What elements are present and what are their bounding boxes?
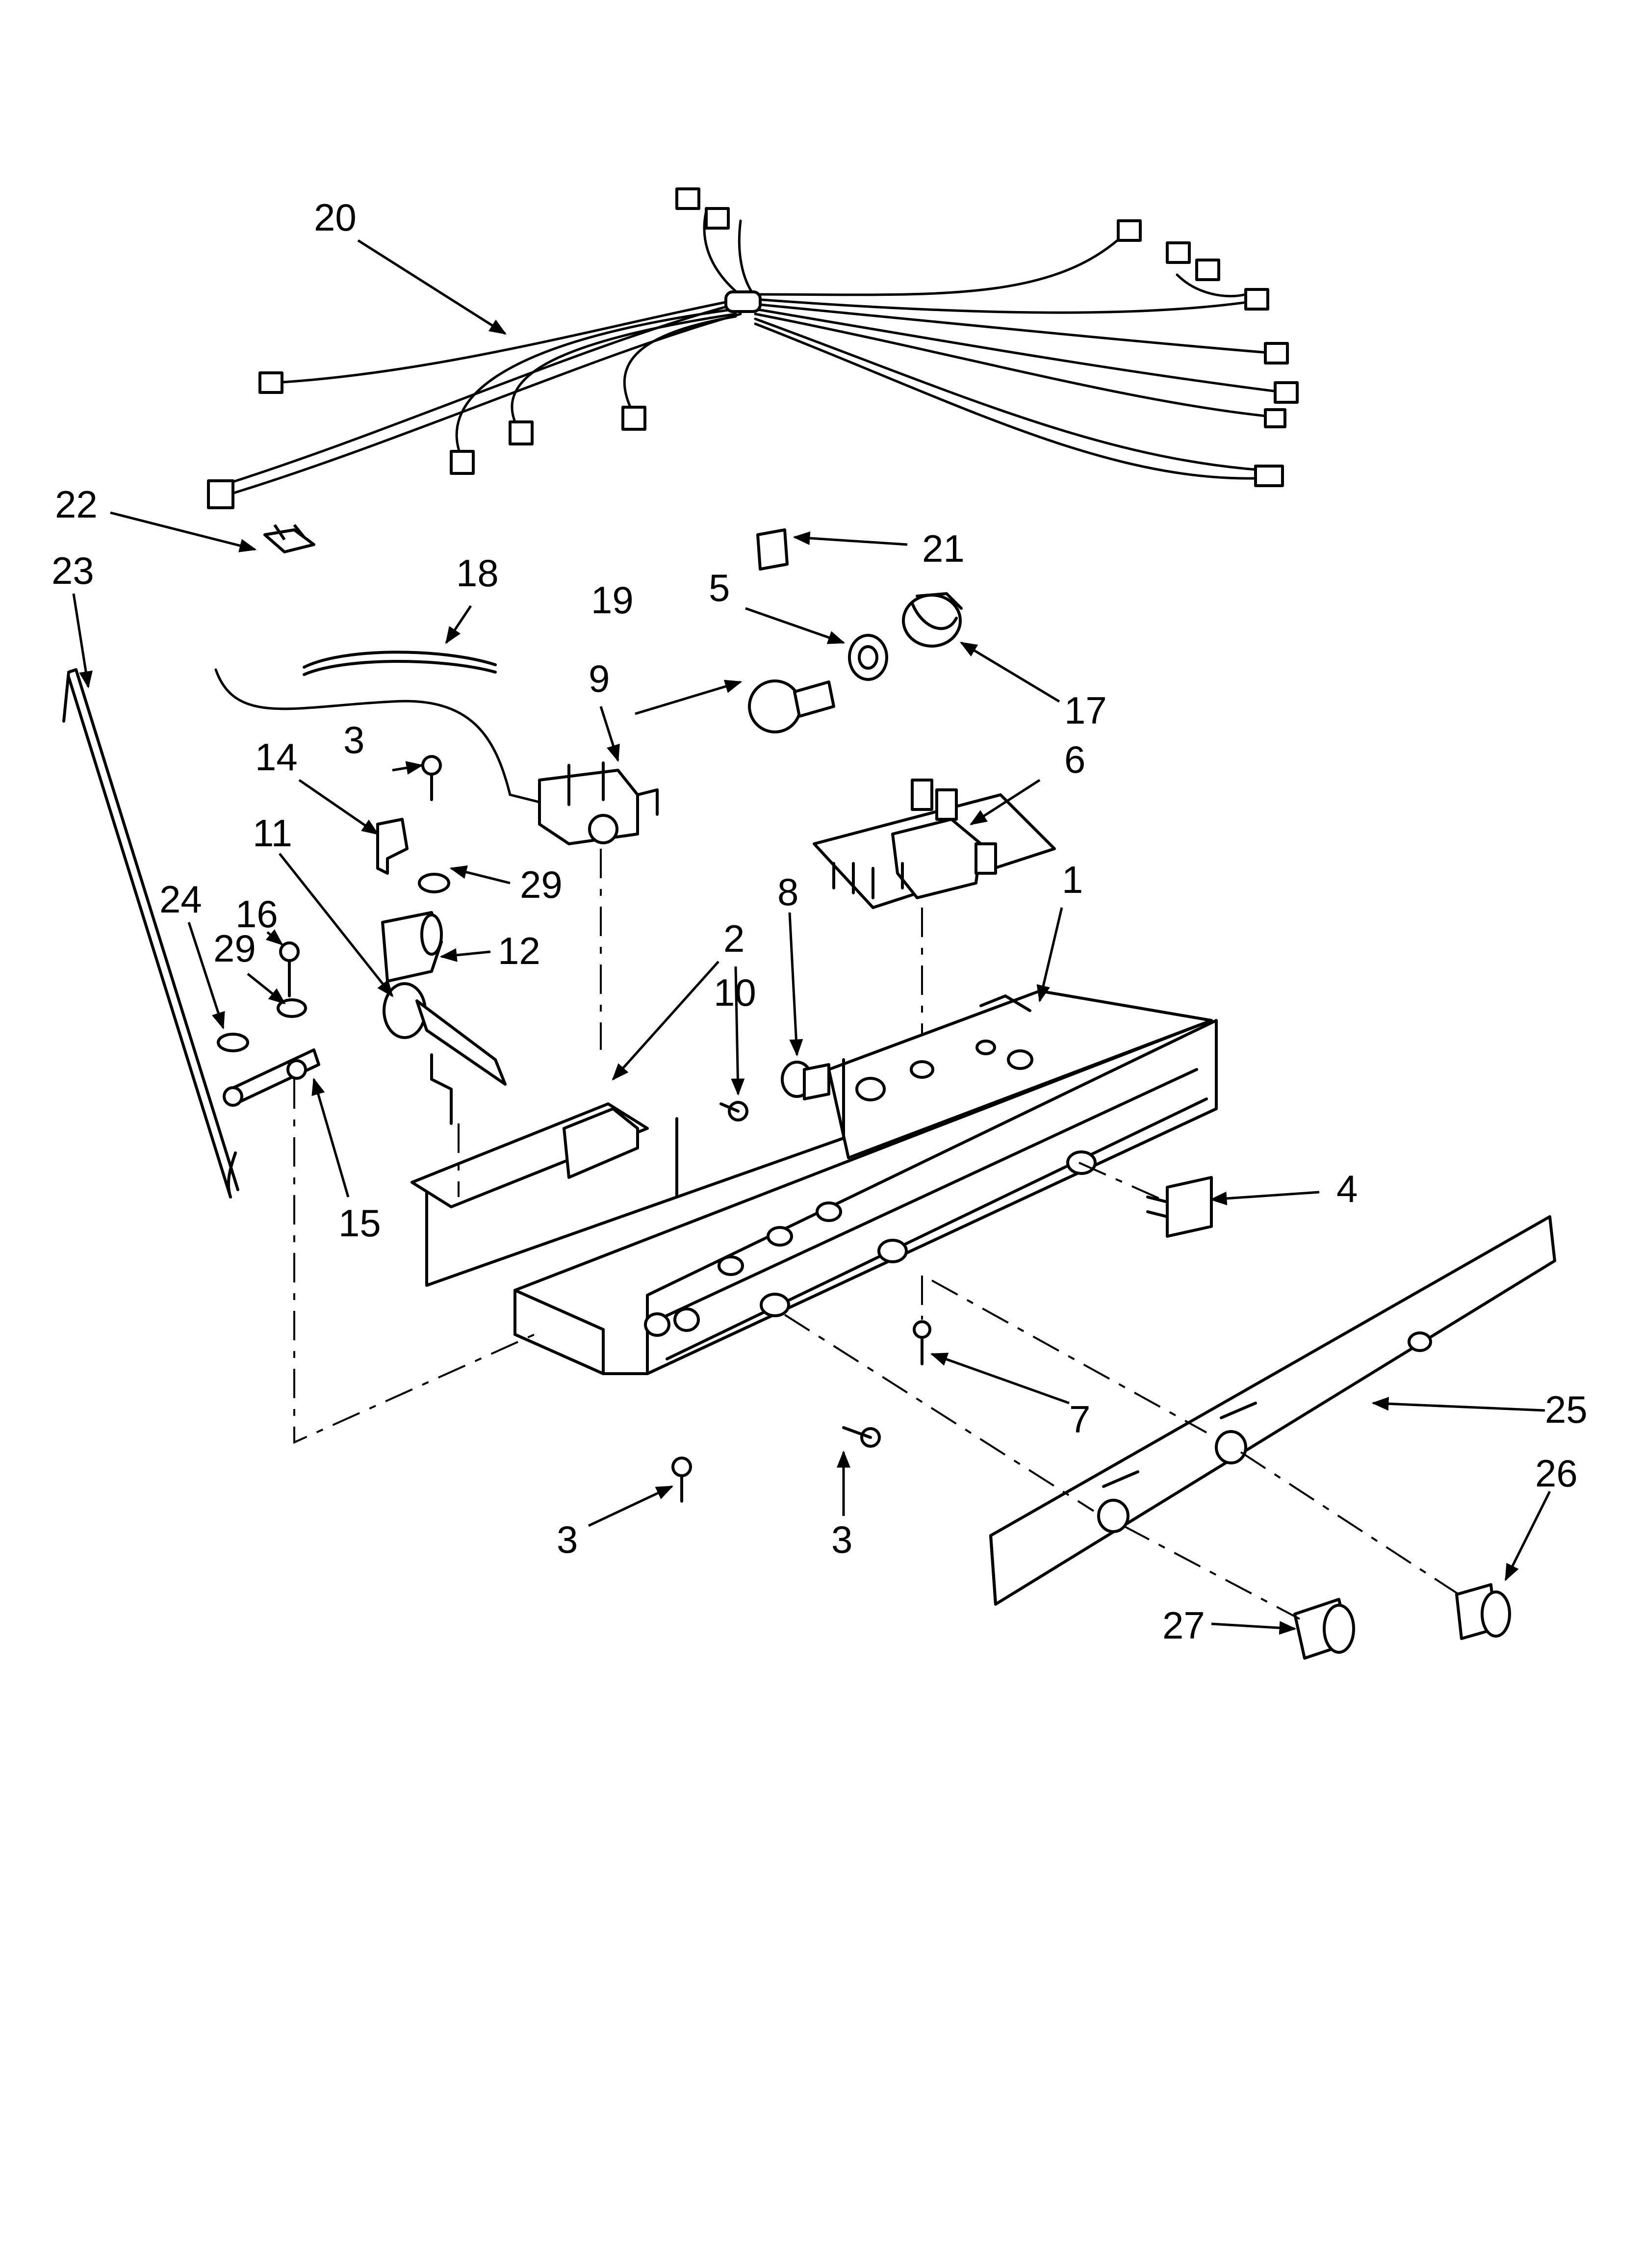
callout-21: 21: [922, 527, 965, 570]
damper-control: [383, 982, 507, 1125]
callout-11: 11: [253, 811, 292, 855]
lamp-socket: [848, 634, 888, 681]
callout-4: 4: [1336, 1167, 1358, 1210]
callout-23: 23: [51, 549, 94, 592]
callout-16: 16: [235, 892, 278, 936]
callout-1: 1: [1062, 858, 1083, 901]
callout-15: 15: [338, 1201, 381, 1245]
tube: [303, 651, 497, 669]
wire-harness: [207, 187, 1299, 509]
callout-9: 9: [589, 657, 610, 700]
callout-12: 12: [498, 929, 540, 972]
callout-26: 26: [1535, 1452, 1578, 1495]
control-bracket: [410, 1058, 845, 1287]
damper-rod: [62, 668, 239, 1199]
callout-14: 14: [255, 735, 298, 779]
temperature-control: [538, 761, 659, 845]
assembly-line-25b: [784, 1314, 1095, 1512]
lamp-shield: [756, 528, 789, 571]
assembly-line-4: [1078, 1162, 1168, 1203]
screw-3-top: [421, 755, 442, 801]
callout-17: 17: [1064, 689, 1107, 732]
clip: [263, 524, 315, 553]
screw-10: [719, 1101, 748, 1121]
callout-3-top: 3: [343, 718, 364, 761]
control-panel: [989, 1215, 1556, 1606]
callout-19: 19: [591, 578, 634, 622]
screw-16: [279, 941, 300, 997]
damper-bracket: [381, 911, 443, 983]
lamp-holder: [902, 592, 963, 648]
callout-29-right: 29: [520, 863, 563, 906]
leader-lines: [72, 239, 1551, 1635]
control-housing: [513, 990, 1218, 1375]
callout-8: 8: [777, 870, 798, 913]
callouts: 20 22 23 18 19 5 21 17 9 6 1 8 2 10 4 7 …: [51, 196, 1588, 1647]
damper-arm: [223, 1048, 320, 1107]
callout-29-left: 29: [213, 927, 256, 970]
assembly-line-15: [293, 1079, 535, 1444]
callout-5: 5: [709, 566, 730, 609]
callout-3-bottom-right: 3: [831, 1518, 852, 1561]
callout-7: 7: [1069, 1398, 1090, 1441]
knob-26: [1455, 1583, 1511, 1640]
capillary: [214, 668, 551, 806]
switch-4: [1146, 1176, 1213, 1238]
light-bulb: [748, 679, 835, 733]
washer-29-right: [418, 873, 450, 893]
assembly-line-25a: [931, 1279, 1207, 1434]
washer-24: [217, 1033, 249, 1052]
damper-cover: [376, 818, 409, 875]
callout-3-bottom-left: 3: [557, 1518, 578, 1561]
screw-7: [913, 1320, 931, 1365]
callout-25: 25: [1545, 1388, 1588, 1431]
callout-2: 2: [723, 917, 744, 960]
callout-24: 24: [159, 878, 202, 921]
tube-inner: [303, 660, 497, 676]
callout-22: 22: [55, 483, 98, 526]
screw-3-bottom-right: [842, 1426, 881, 1448]
callout-18: 18: [456, 551, 499, 595]
grommet-8: [781, 1061, 830, 1100]
control-board: [813, 779, 1056, 909]
screw-3-bottom-left: [671, 1457, 692, 1503]
callout-27: 27: [1162, 1604, 1205, 1647]
knob-27: [1293, 1598, 1355, 1660]
callout-20: 20: [314, 196, 357, 239]
callout-10: 10: [714, 971, 756, 1014]
assembly-line-26: [1240, 1451, 1467, 1600]
assembly-line-27: [1123, 1525, 1300, 1620]
callout-6: 6: [1064, 738, 1085, 781]
